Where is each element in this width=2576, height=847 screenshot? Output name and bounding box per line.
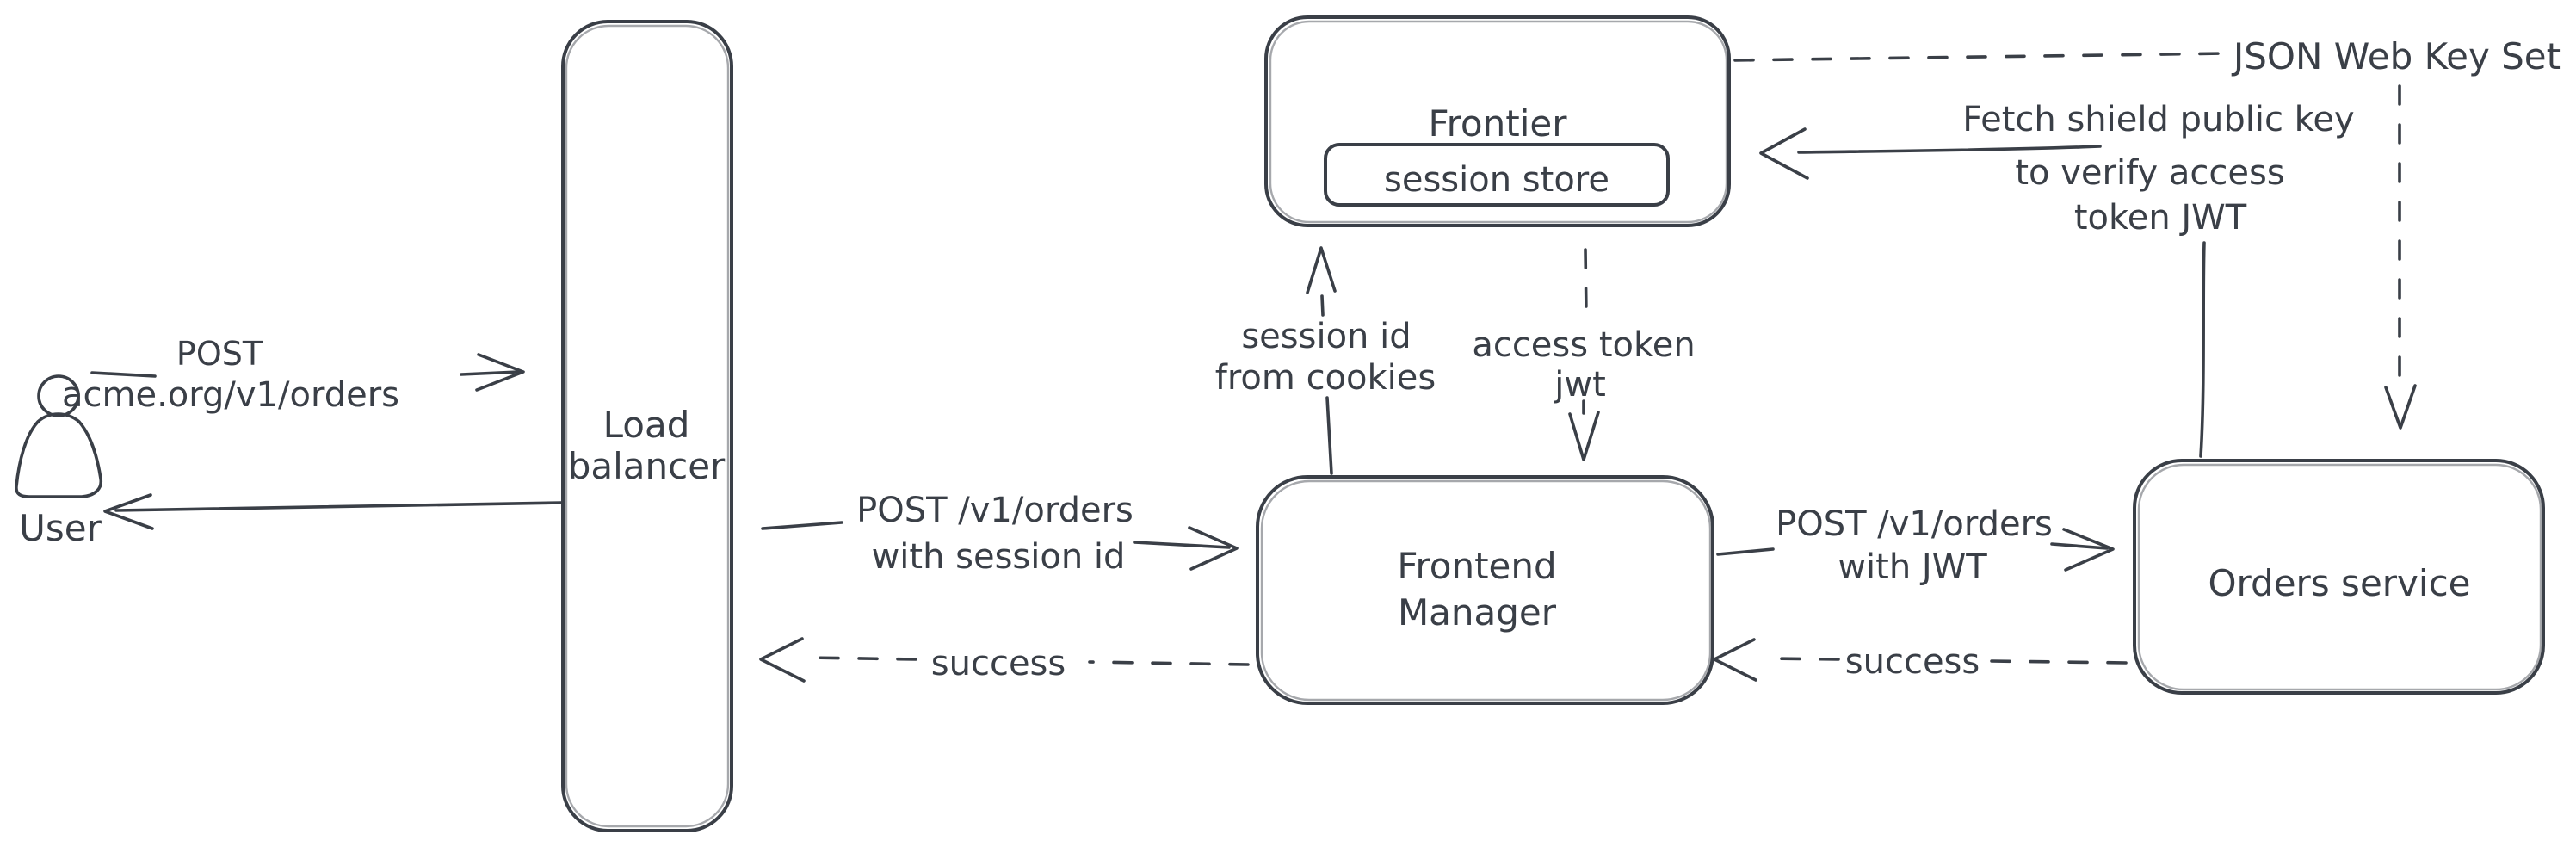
- sketch-echo: [2137, 463, 2542, 691]
- user-icon: [37, 374, 80, 417]
- arrow-line: [460, 370, 520, 376]
- edge-lb-to-fm: POST /v1/orders with session id: [761, 491, 1239, 577]
- load-balancer-box: [561, 20, 733, 832]
- arrow-line: [1320, 294, 1325, 317]
- arrow-line: [1088, 660, 1250, 666]
- edge-label: POST /v1/orders: [1776, 504, 2053, 544]
- arrowhead-down-icon: [2384, 384, 2417, 430]
- edge-label: token JWT: [2074, 198, 2247, 238]
- jwks-label: JSON Web Key Set: [2231, 35, 2561, 77]
- orders-service-box: [2133, 459, 2545, 695]
- edge-lb-to-user: [103, 493, 564, 530]
- user-node: User: [15, 374, 103, 549]
- load-balancer-label: Load: [603, 404, 690, 446]
- arrow-line: [1133, 541, 1231, 549]
- arrow-line: [1990, 659, 2128, 665]
- arrowhead-left-icon: [759, 637, 806, 683]
- frontier-node: Frontier session store: [1264, 15, 1731, 227]
- edge-orders-to-fm: success: [1713, 638, 2128, 682]
- arrow-line: [2050, 542, 2109, 550]
- frontier-label: Frontier: [1428, 102, 1567, 145]
- edge-label: success: [931, 644, 1066, 683]
- arrow-line: [1716, 547, 1775, 556]
- arrow-line: [761, 521, 843, 530]
- edge-label: access token: [1472, 325, 1695, 365]
- arrowhead-up-icon: [1306, 246, 1337, 294]
- edge-fm-to-lb: success: [759, 637, 1250, 683]
- arrow-line: [806, 656, 917, 661]
- arrow-line: [1584, 248, 1588, 315]
- session-store-label: session store: [1384, 160, 1609, 200]
- edge-label: Fetch shield public key: [1962, 100, 2354, 139]
- arrow-line: [2199, 241, 2206, 458]
- sketch-echo: [1260, 479, 1712, 702]
- edge-label: with JWT: [1838, 547, 1987, 587]
- edge-frontier-to-fm: access token jwt: [1472, 248, 1696, 461]
- edge-frontier-to-jwks: [1733, 52, 2227, 62]
- arrow-line: [1797, 145, 2102, 154]
- arrowhead-right-icon: [475, 353, 525, 392]
- edge-label: jwt: [1554, 365, 1606, 405]
- arrowhead-left-icon: [1759, 127, 1809, 180]
- arrow-line: [1764, 657, 1840, 661]
- edge-label: POST: [176, 335, 263, 373]
- edge-label: to verify access: [2015, 153, 2284, 193]
- arrow-line: [1733, 52, 2227, 62]
- frontend-manager-label: Manager: [1398, 591, 1557, 634]
- arrowhead-right-icon: [2062, 528, 2115, 572]
- arrowhead-left-icon: [1713, 638, 1757, 682]
- arrow-line: [114, 501, 564, 512]
- edge-fm-to-frontier: session id from cookies: [1215, 246, 1436, 475]
- edge-label: acme.org/v1/orders: [62, 375, 399, 415]
- edge-label: with session id: [872, 537, 1126, 577]
- arrowhead-down-icon: [1568, 411, 1600, 461]
- session-store-box: [1324, 143, 1670, 207]
- user-label: User: [19, 507, 102, 549]
- orders-service-label: Orders service: [2208, 562, 2470, 604]
- arrow-line: [1325, 396, 1333, 475]
- arrowhead-left-icon: [103, 493, 154, 530]
- arrow-line: [90, 371, 157, 378]
- edge-user-to-lb: POST acme.org/v1/orders: [62, 335, 525, 415]
- edge-jwks-to-orders: [2384, 84, 2417, 430]
- sketch-echo: [1269, 20, 1728, 224]
- edge-label: POST /v1/orders: [856, 491, 1134, 530]
- edge-label: from cookies: [1215, 358, 1436, 398]
- load-balancer-node: Load balancer: [561, 20, 733, 832]
- edge-fm-to-orders: POST /v1/orders with JWT: [1716, 504, 2115, 587]
- frontend-manager-box: [1256, 475, 1714, 705]
- sketch-echo: [565, 24, 730, 828]
- edge-label: session id: [1241, 317, 1411, 356]
- user-icon-body: [15, 412, 103, 498]
- load-balancer-label: balancer: [568, 445, 726, 487]
- edge-label: success: [1845, 642, 1980, 682]
- edge-orders-to-frontier: Fetch shield public key to verify access…: [1759, 100, 2355, 458]
- frontend-manager-node: Frontend Manager: [1256, 475, 1714, 705]
- frontend-manager-label: Frontend: [1397, 545, 1556, 587]
- orders-service-node: Orders service: [2133, 459, 2545, 695]
- arrowhead-right-icon: [1188, 526, 1239, 571]
- frontier-box: [1264, 15, 1731, 227]
